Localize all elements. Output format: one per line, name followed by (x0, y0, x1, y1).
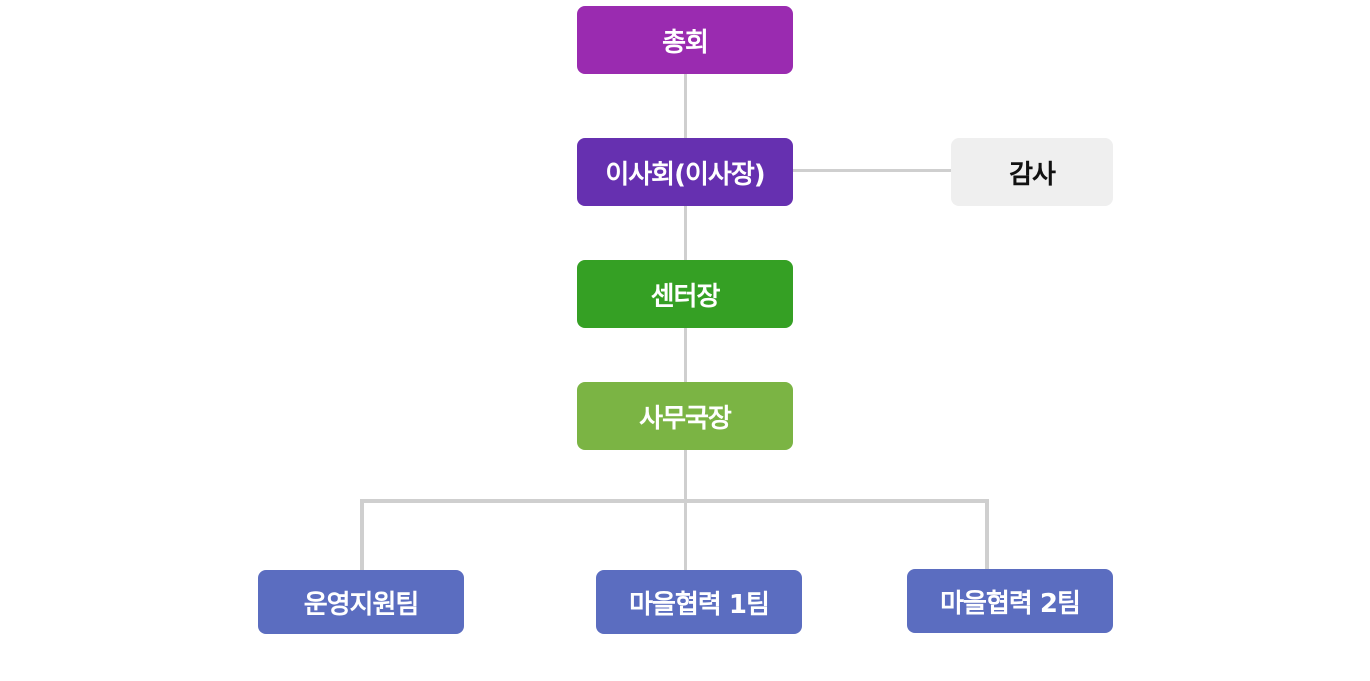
node-director-label: 센터장 (650, 281, 721, 312)
connector-branch-horizontal (360, 499, 989, 503)
connector-director-secretary (684, 327, 687, 383)
node-team-village-2-label: 마을협력 2팀 (940, 588, 1081, 619)
connector-branch-village-1 (684, 499, 687, 571)
connector-branch-operations (360, 499, 364, 571)
node-secretary-general: 사무국장 (577, 382, 793, 450)
connector-board-director (684, 205, 687, 261)
node-audit: 감사 (951, 138, 1113, 206)
node-secretary-general-label: 사무국장 (639, 403, 732, 434)
node-team-operations-label: 운영지원팀 (303, 589, 420, 620)
node-director: 센터장 (577, 260, 793, 328)
node-team-village-1-label: 마을협력 1팀 (629, 589, 770, 620)
node-board-label: 이사회(이사장) (605, 159, 765, 190)
node-team-village-1: 마을협력 1팀 (596, 570, 802, 634)
node-assembly: 총회 (577, 6, 793, 74)
connector-board-audit (792, 169, 952, 172)
connector-branch-village-2 (985, 499, 989, 571)
node-audit-label: 감사 (1009, 159, 1056, 190)
node-team-village-2: 마을협력 2팀 (907, 569, 1113, 633)
node-board: 이사회(이사장) (577, 138, 793, 206)
node-team-operations: 운영지원팀 (258, 570, 464, 634)
node-assembly-label: 총회 (662, 27, 709, 58)
connector-assembly-board (684, 73, 687, 139)
connector-secretary-branch (684, 449, 687, 501)
